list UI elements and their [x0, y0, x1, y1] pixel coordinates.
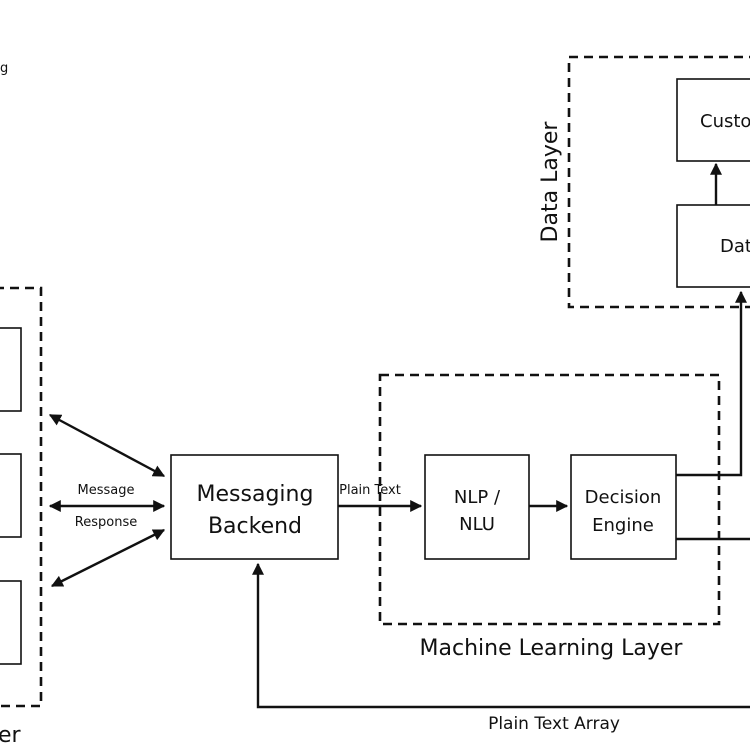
machine-learning-layer-label: Machine Learning Layer [420, 636, 684, 661]
machine-learning-layer-boundary [378, 373, 721, 626]
messaging-backend-label-line2: Backend [208, 514, 302, 539]
nlp-nlu-label-line1: NLP / [454, 487, 501, 508]
customer-box [676, 78, 750, 162]
data-layer-label: Data Layer [538, 121, 563, 243]
messaging-backend-box [170, 454, 339, 560]
response-edge-label: Response [75, 515, 137, 530]
client-layer-boundary [0, 286, 43, 708]
messaging-backend-label-line1: Messaging [197, 482, 314, 507]
client-box-2 [0, 453, 22, 538]
client-backend-arrow-lower [50, 528, 166, 588]
decision-engine-label-line2: Engine [592, 515, 654, 536]
return-to-backend-arrow [252, 562, 750, 709]
data-box-label-fragment: Dat [720, 236, 750, 257]
decision-engine-box [570, 454, 677, 560]
data-box [676, 204, 750, 288]
decision-to-data-arrow [676, 290, 747, 477]
plain-text-array-edge-label: Plain Text Array [488, 714, 620, 734]
message-edge-label: Message [78, 483, 135, 498]
client-box-3 [0, 580, 22, 665]
client-box-1 [0, 327, 22, 412]
plain-text-edge-label: Plain Text [339, 483, 401, 498]
client-layer-label-fragment: er [0, 723, 22, 748]
nlp-nlu-label-line2: NLU [459, 514, 495, 535]
top-left-text-fragment: g [0, 61, 8, 76]
client-backend-arrow-upper [48, 413, 166, 478]
decision-engine-label-line1: Decision [585, 487, 662, 508]
customer-box-label-fragment: Custor [700, 111, 750, 132]
nlp-nlu-box [424, 454, 530, 560]
